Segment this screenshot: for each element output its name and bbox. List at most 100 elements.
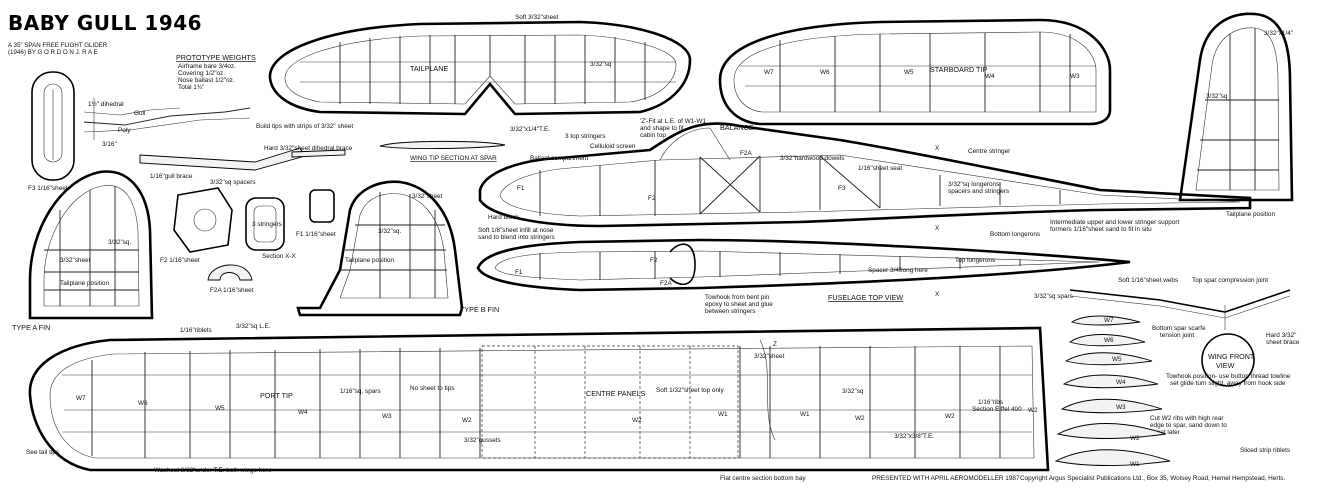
port-tip-name: PORT TIP: [260, 391, 293, 400]
poly-label: Poly: [118, 127, 131, 134]
sliced-riblets: Sliced strip riblets: [1240, 447, 1290, 454]
dihedral-3-16: 3/16": [102, 141, 117, 148]
fin-right-sq2: 3/32"sq: [1206, 93, 1228, 100]
fus-x1: X: [935, 145, 940, 152]
sb-w6: W6: [820, 69, 830, 76]
blend-label: sand to blend into stringers: [478, 234, 555, 241]
dihedral-label: 1½" dihedral: [88, 100, 124, 108]
former-f3: F3 1/16"sheet: [28, 71, 75, 192]
flat-centre-label: Flat centre section bottom bay: [720, 475, 806, 482]
weights-line-3: Nose ballast 1/2"oz.: [178, 77, 235, 84]
fin-a-name: TYPE A FIN: [12, 323, 50, 332]
top-f2: F2: [650, 257, 658, 264]
scarfe-label-2: tension joint: [1160, 332, 1194, 339]
fin-b-name: TYPE B FIN: [460, 305, 499, 314]
tailplane-pos-label: Tailplane position: [1226, 211, 1275, 218]
z-label: Z: [773, 341, 777, 348]
rib-w4: W4: [1116, 379, 1126, 386]
see-tail-tips-label: See tail tips: [26, 449, 59, 456]
wing-le-label: 3/32"sq L.E.: [236, 323, 271, 330]
rib-w7: W7: [1104, 317, 1114, 324]
wing-te-label: 3/32"x3/8"T.E.: [894, 433, 934, 440]
starboard-tip-plan: W7 W6 W5 STARBOARD TIP W4 W3: [718, 18, 1112, 126]
plan-title: BABY GULL 1946: [8, 11, 202, 35]
gull-label: Gull: [134, 110, 145, 117]
cut-w2-1: Cut W2 ribs with high rear: [1150, 415, 1224, 422]
wing-tip-section-label: WING TIP SECTION AT SPAR: [410, 155, 497, 162]
wing-w2-centre: W2: [632, 417, 642, 424]
fus-f3: F3: [838, 185, 846, 192]
centre-stringer-label: Centre stringer: [968, 148, 1011, 155]
top-x: X: [935, 291, 940, 298]
fuselage-top-view-label: FUSELAGE TOP VIEW: [828, 293, 903, 302]
top-f2a: F2A: [660, 280, 672, 287]
tailplane-plan: TAILPLANE Soft 3/32"sheet 3/32"sq 3/32"x…: [256, 14, 692, 140]
hard-brace-label-1: Hard 3/32": [1266, 332, 1296, 339]
rib-w3: W3: [1116, 404, 1126, 411]
wing-w2-right: W2: [855, 415, 865, 422]
rib-w5: W5: [1112, 356, 1122, 363]
fin-right-sq: 3/32"x1/4": [1264, 30, 1293, 37]
wing-front-name-2: VIEW: [1216, 361, 1235, 370]
wing-w2-left: W2: [462, 417, 472, 424]
soft-infill-label: Soft 1/8"sheet infill at nose: [478, 227, 554, 234]
eiffel-label: Section Eiffel 400: [972, 406, 1022, 413]
fus-f2: F2: [648, 195, 656, 202]
intermediate-label: Intermediate upper and lower stringer su…: [1050, 219, 1180, 226]
rib-w6: W6: [1104, 337, 1114, 344]
f2-sheet-label: F2 1/16"sheet: [160, 257, 200, 264]
towhook-pos-2: set glide turn slight, away from hook si…: [1170, 380, 1286, 387]
weights-heading: PROTOTYPE WEIGHTS: [176, 53, 256, 62]
fin-a-sq: 3/32"sq.: [108, 239, 131, 246]
fin-a-tailplane: Tailplane position: [60, 280, 109, 287]
wing-w2-far: W2: [945, 413, 955, 420]
cut-w2-3: sheet later: [1150, 429, 1181, 436]
longerons-label: 3/32"sq longerons: [948, 181, 999, 188]
fin-b-sheet: 3/32"sheet: [412, 193, 443, 200]
tailplane-soft-sheet: Soft 3/32"sheet: [515, 14, 559, 21]
f1-sheet-label: F1 1/16"sheet: [296, 231, 336, 238]
fus-f1: F1: [517, 185, 525, 192]
weights-line-4: Total 1¾": [178, 84, 204, 91]
starboard-tip-name: STARBOARD TIP: [930, 65, 987, 74]
spars-label: 3/32"sq spars: [1034, 293, 1073, 300]
title-line-1: A 35" SPAN FREE FLIGHT GLIDER: [8, 42, 108, 49]
top-f1: F1: [515, 269, 523, 276]
dihedral-brace-label: Hard 3/32"sheet dihedral brace: [264, 145, 353, 152]
dowels-label: 3/32"hardwood dowels: [780, 155, 844, 162]
wing-ribs-label: 1/16"ribs: [978, 399, 1003, 406]
fin-type-b: 3/32"sheet 3/32"sq. Tailplane position T…: [296, 180, 499, 317]
sb-w5: W5: [904, 69, 914, 76]
riblets-label: 1/16"riblets: [180, 327, 212, 334]
fus-x2: X: [935, 225, 940, 232]
towhook-label-3: between stringers: [705, 308, 755, 315]
wing-w3: W3: [382, 413, 392, 420]
brace-and-section: Hard 3/32"sheet dihedral brace WING TIP …: [139, 140, 506, 171]
spacers-label: 3/32"sq spacers: [210, 179, 256, 186]
top-longerons-label: Top longerons: [955, 257, 995, 264]
bottom-longerons-label: Bottom longerons: [990, 231, 1040, 238]
section-xx-label: Section X-X: [262, 253, 296, 260]
sb-w7: W7: [764, 69, 774, 76]
cut-w2-2: edge to spar, sand down to: [1150, 422, 1227, 429]
scarfe-label-1: Bottom spar scarfe: [1152, 325, 1206, 332]
fit-note-1: 'Z'-Fit at L.E. of W1-W1: [640, 118, 706, 125]
sb-w4: W4: [985, 73, 995, 80]
wing-spars-label: 1/16"sq. spars: [340, 388, 381, 395]
tailplane-build-tips: Build tips with strips of 3/32" sheet: [256, 123, 353, 130]
centre-panels-name: CENTRE PANELS: [586, 389, 646, 398]
wing-w1-left: W1: [718, 411, 728, 418]
wing-front-name: WING FRONT: [1208, 352, 1255, 361]
weights-line-1: Airframe bare 3/4oz.: [178, 63, 236, 70]
top-joint-label: Top spar compression joint: [1192, 277, 1268, 284]
rib-w2: W2: [1130, 435, 1140, 442]
fuselage-top: F1 F2 F2A Bottom longerons Top longerons…: [476, 231, 1131, 315]
wing-sq-label: 3/32"sq: [842, 388, 864, 395]
towhook-label-1: Towhook from bent pin: [705, 294, 770, 301]
spacer-label: Spacer 3/4"long here: [868, 267, 928, 274]
ballast-label: Ballast compartment: [530, 155, 588, 162]
balance-label: BALANCE: [720, 123, 754, 132]
fuselage-side: F1 F2 F2A F3 'Z'-Fit at L.E. of W1-W1 an…: [478, 118, 1275, 241]
three-stringers-label: 3 stringers: [252, 221, 282, 228]
